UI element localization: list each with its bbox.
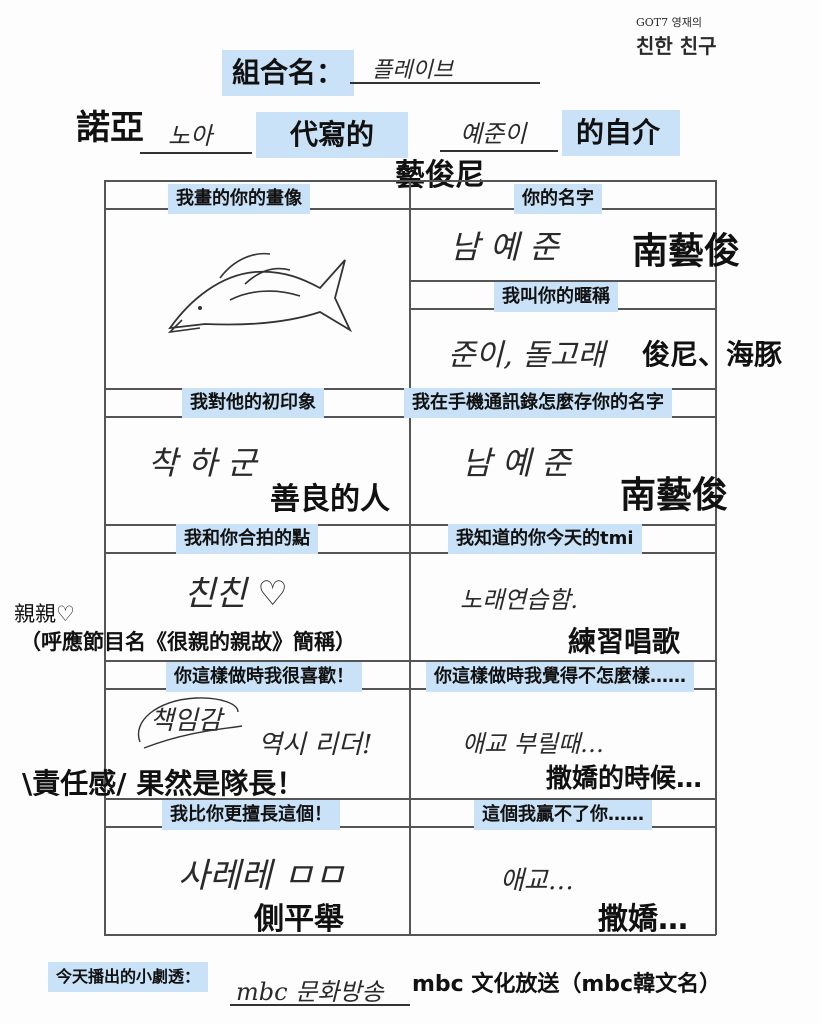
- grid-line: [715, 180, 717, 935]
- dislike-label: 你這樣做時我覺得不怎麼樣……: [426, 662, 694, 692]
- group-name-label: 組合名：: [222, 50, 355, 96]
- name-handwriting: 남 예 준: [450, 228, 559, 266]
- contact-name-handwriting: 남 예 준: [462, 444, 571, 482]
- writer-underline: [140, 152, 252, 154]
- tmi-translation: 練習唱歌: [568, 625, 681, 658]
- better-handwriting: 사레레 ㅁㅁ: [178, 856, 346, 896]
- spoiler-translation: mbc 文化放送（mbc韓文名）: [412, 972, 722, 997]
- title-end: 的自介: [562, 110, 681, 156]
- spoiler-label: 今天播出的小劇透：: [48, 962, 209, 992]
- like-label: 你這樣做時我很喜歡！: [166, 662, 362, 692]
- chemistry-side-note-detail: （呼應節目名《很親的親故》簡稱）: [20, 630, 356, 654]
- nickname-translation: 俊尼、海豚: [642, 338, 783, 371]
- tmi-handwriting: 노래연습함.: [460, 586, 579, 614]
- cant-beat-handwriting: 애교…: [500, 866, 574, 896]
- dolphin-drawing: [167, 252, 353, 334]
- chemistry-label: 我和你合拍的點: [176, 524, 318, 554]
- logo-top: GOT7 영재의: [636, 16, 702, 29]
- contact-name-label: 我在手機通訊錄怎麼存你的名字: [404, 388, 672, 418]
- tmi-label: 我知道的你今天的tmi: [448, 524, 642, 554]
- like-emphasis-mark: [137, 697, 243, 749]
- first-impression-label: 我對他的初印象: [182, 388, 324, 418]
- contact-name-translation: 南藝俊: [620, 475, 729, 516]
- better-translation: 側平舉: [254, 902, 344, 937]
- first-impression-translation: 善良的人: [270, 482, 390, 517]
- logo-bottom: 친한 친구: [636, 34, 717, 58]
- chemistry-handwriting: 친친 ♡: [184, 574, 288, 614]
- grid-line: [410, 280, 716, 282]
- nickname-label: 我叫你的暱稱: [494, 282, 618, 312]
- dislike-handwriting: 애교 부릴때…: [462, 730, 605, 758]
- grid-line: [409, 180, 411, 935]
- spoiler-underline: [230, 1004, 410, 1006]
- writer-handwriting: 노아: [168, 122, 213, 150]
- name-label: 你的名字: [514, 184, 602, 214]
- cant-beat-label: 這個我贏不了你……: [474, 800, 652, 830]
- title-middle: 代寫的: [256, 112, 409, 158]
- name-translation: 南藝俊: [632, 231, 741, 272]
- subject-underline: [440, 150, 558, 152]
- spoiler-handwriting: mbc 문화방송: [236, 978, 384, 1006]
- group-name-handwriting: 플레이브: [372, 58, 453, 83]
- dislike-translation: 撒嬌的時候…: [546, 764, 703, 794]
- grid-line: [104, 180, 106, 935]
- better-label: 我比你更擅長這個！: [162, 800, 340, 830]
- portrait-label: 我畫的你的畫像: [168, 184, 310, 214]
- subject-handwriting: 예준이: [460, 120, 527, 148]
- first-impression-handwriting: 착 하 군: [148, 444, 257, 482]
- nickname-handwriting: 준이, 돌고래: [448, 338, 606, 373]
- group-name-underline: [350, 82, 540, 84]
- writer-name: 諾亞: [76, 108, 144, 148]
- like-handwriting-2: 역시 리더!: [258, 730, 373, 760]
- chemistry-side-note: 親親♡: [14, 602, 75, 626]
- cant-beat-translation: 撒嬌…: [598, 902, 688, 937]
- like-translation: \責任感/ 果然是隊長！: [22, 767, 305, 800]
